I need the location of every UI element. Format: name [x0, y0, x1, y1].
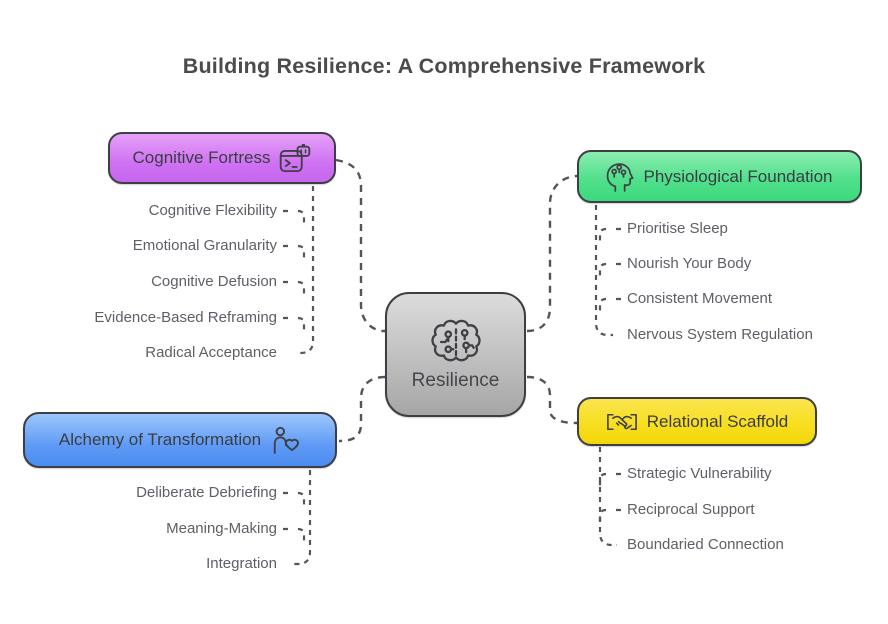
child-item: Deliberate Debriefing: [136, 484, 277, 501]
center-node-resilience: Resilience: [385, 292, 526, 417]
elbow-child: [598, 508, 621, 523]
elbow-child: [283, 244, 306, 259]
elbow-child: [283, 280, 306, 295]
connector-center-to-relational: [526, 375, 578, 425]
child-item: Radical Acceptance: [145, 344, 277, 361]
child-item: Cognitive Flexibility: [148, 202, 277, 219]
diagram-title: Building Resilience: A Comprehensive Fra…: [182, 54, 706, 78]
elbow-child: [598, 227, 621, 242]
child-item: Integration: [206, 555, 277, 572]
center-node-label: Resilience: [411, 370, 500, 391]
child-item: Nourish Your Body: [627, 255, 752, 272]
branch-node-relational-scaffold: Relational Scaffold: [577, 397, 817, 446]
branch-node-alchemy-of-transformation: Alchemy of Transformation: [23, 412, 337, 468]
child-item: Prioritise Sleep: [627, 220, 728, 237]
elbow-child: [598, 297, 621, 312]
elbow-child: [283, 316, 306, 331]
spine-relational: [598, 447, 617, 547]
branch-label: Alchemy of Transformation: [58, 430, 262, 449]
robot-terminal-icon: [279, 143, 311, 173]
branch-node-physiological-foundation: Physiological Foundation: [577, 150, 862, 203]
child-item: Strategic Vulnerability: [627, 465, 772, 482]
person-heart-icon: [270, 426, 301, 454]
spine-cognitive: [296, 186, 315, 355]
connector-center-to-alchemy: [338, 375, 386, 443]
spine-alchemy: [293, 470, 312, 566]
child-item: Consistent Movement: [627, 290, 773, 307]
child-item: Boundaried Connection: [627, 536, 784, 553]
connector-center-to-physiological: [526, 174, 578, 333]
elbow-child: [283, 209, 306, 224]
elbow-child: [598, 472, 621, 487]
child-item: Emotional Granularity: [132, 237, 277, 254]
child-item: Meaning-Making: [166, 520, 277, 537]
child-item: Reciprocal Support: [627, 501, 755, 518]
branch-node-cognitive-fortress: Cognitive Fortress: [108, 132, 336, 184]
elbow-child: [598, 262, 621, 277]
head-circuit-icon: [606, 162, 634, 192]
child-item: Cognitive Defusion: [151, 273, 277, 290]
spine-physiological: [594, 205, 613, 337]
elbow-child: [283, 491, 306, 506]
branch-label: Physiological Foundation: [643, 166, 833, 186]
branch-label: Relational Scaffold: [646, 411, 789, 431]
brain-circuit-icon: [429, 317, 483, 367]
handshake-icon: [606, 412, 638, 432]
child-item: Nervous System Regulation: [627, 326, 813, 343]
connector-cognitive-to-center: [335, 158, 386, 333]
elbow-child: [283, 527, 306, 542]
child-item: Evidence-Based Reframing: [94, 309, 277, 326]
branch-label: Cognitive Fortress: [132, 148, 271, 167]
